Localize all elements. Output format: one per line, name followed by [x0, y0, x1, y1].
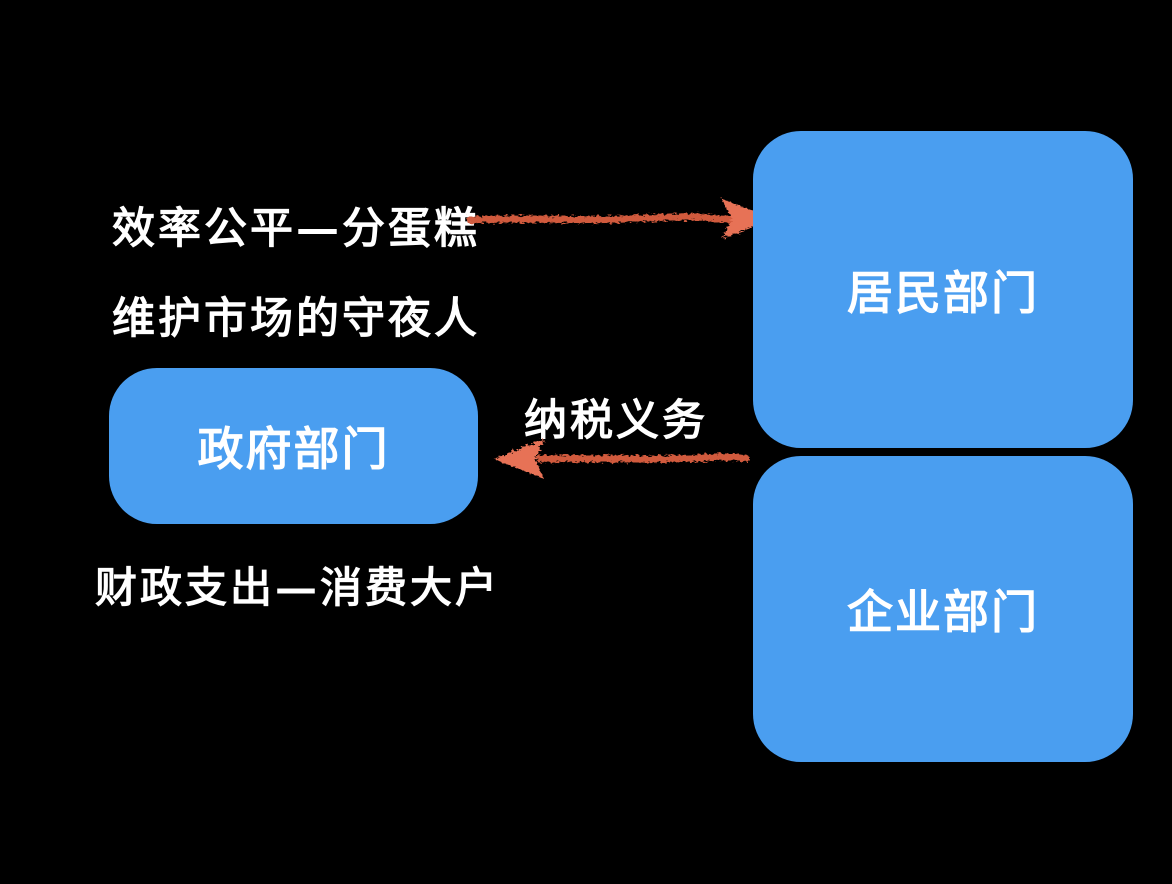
residents-box: 居民部门	[753, 131, 1133, 448]
arrow-left-icon	[494, 439, 750, 479]
arrow-right-icon	[466, 199, 774, 239]
residents-box-label: 居民部门	[847, 266, 1039, 319]
arrow-shaft	[466, 213, 738, 224]
annotation-efficiency-fairness: 效率公平—分蛋糕	[112, 204, 480, 254]
government-box: 政府部门	[109, 368, 478, 524]
enterprises-box: 企业部门	[753, 456, 1133, 762]
arrow-head	[722, 199, 774, 239]
arrow-head	[494, 439, 544, 479]
enterprises-box-label: 企业部门	[847, 586, 1039, 638]
annotation-fiscal-spending: 财政支出—消费大户	[95, 563, 501, 612]
arrow-shaft	[536, 453, 750, 463]
annotation-tax-obligation: 纳税义务	[524, 396, 708, 446]
government-box-label: 政府部门	[197, 423, 390, 475]
annotation-market-watchman: 维护市场的守夜人	[112, 294, 480, 344]
